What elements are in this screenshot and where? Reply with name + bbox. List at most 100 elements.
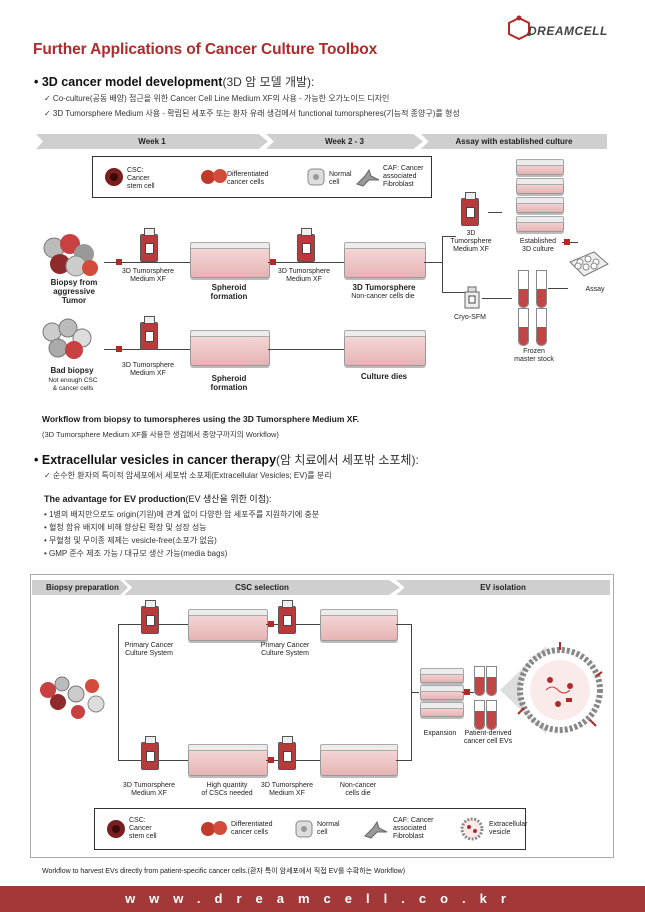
- expansion-flask: [420, 702, 464, 717]
- arrow-line: [442, 236, 443, 292]
- legend2-caf: CAF: Cancer associated Fibroblast: [393, 817, 434, 840]
- label-established: Established 3D culture: [519, 238, 557, 253]
- legend-csc: CSC: Cancer stem cell: [127, 167, 155, 190]
- label-frozen: Frozen master stock: [514, 348, 554, 363]
- legend2-csc: CSC: Cancer stem cell: [129, 817, 157, 840]
- logo-hexagon-icon: [508, 15, 531, 41]
- flow-marker: [268, 621, 274, 627]
- stacked-flask: [516, 197, 564, 213]
- section2-heading-ko: (암 치료에서 세포밖 소포체):: [276, 453, 419, 467]
- flow-marker: [464, 689, 470, 695]
- caption-1-ko: (3D Tumorsphere Medium XF를 사용한 생검에서 종양구까…: [42, 430, 279, 439]
- label-noncancer-2: Non-cancer cells die: [339, 782, 377, 797]
- culture-dish: [188, 744, 268, 776]
- banner-ev-isolation: EV isolation: [396, 580, 610, 595]
- label-bad-biopsy: Bad biopsy: [50, 366, 94, 375]
- caption-1: Workflow from biopsy to tumorspheres usi…: [42, 414, 360, 424]
- banner-week1: Week 1: [36, 134, 268, 149]
- frozen-tube: [518, 308, 529, 346]
- arrow-line: [268, 349, 344, 350]
- label-medium-3: 3D Tumorsphere Medium XF: [121, 362, 175, 377]
- flow-marker: [116, 259, 122, 265]
- differentiated-cell-icon: [201, 821, 227, 836]
- merge-line: [411, 692, 419, 693]
- arrow-line: [442, 292, 456, 293]
- logo: DREAMCELL: [506, 12, 616, 44]
- ev-tube: [474, 666, 485, 696]
- frozen-tube: [536, 270, 547, 308]
- label-assay: Assay: [585, 286, 605, 293]
- arrow-line: [548, 288, 568, 289]
- flow-marker: [116, 346, 122, 352]
- medium-bottle-1: [140, 228, 158, 262]
- arrow-line: [424, 262, 442, 263]
- legend-normal: Normal cell: [329, 171, 352, 186]
- well-plate-icon: [569, 251, 609, 277]
- stacked-flask: [516, 216, 564, 232]
- section1-heading-ko: (3D 암 모델 개발):: [222, 75, 315, 89]
- adv-item: • 1병의 배지만으로도 origin(기원)에 관계 없이 다양한 암 세포주…: [44, 510, 320, 519]
- label-med-1: 3D Tumorsphere Medium XF: [122, 782, 176, 797]
- culture-dish: [188, 609, 268, 641]
- legend-caf: CAF: Cancer associated Fibroblast: [383, 165, 424, 188]
- culture-dish: [190, 242, 270, 278]
- arrow-line: [118, 262, 190, 263]
- label-culture-dies: Culture dies: [360, 372, 408, 381]
- frozen-tube: [536, 308, 547, 346]
- stacked-flask: [516, 159, 564, 175]
- flow-marker: [564, 239, 570, 245]
- label-pccs-2: Primary Cancer Culture System: [260, 642, 310, 657]
- banner-assay: Assay with established culture: [421, 134, 607, 149]
- pccs-bottle-2: [278, 600, 296, 634]
- section1-heading-en: 3D cancer model development: [41, 75, 223, 89]
- label-noncancer: Non-cancer cells die: [351, 293, 415, 300]
- footer-url[interactable]: www.dreamcell.co.kr: [0, 886, 645, 912]
- adv-item: • GMP 준수 제조 가능 / 대규모 생산 가능(media bags): [44, 549, 228, 558]
- bad-biopsy-cluster-icon: [42, 318, 92, 359]
- merge-line: [396, 760, 412, 761]
- legend2-normal: Normal cell: [317, 821, 340, 836]
- arrow-line: [442, 236, 456, 237]
- arrow-line: [104, 262, 118, 263]
- arrow-line: [456, 292, 470, 293]
- legend2-diff: Differentiated cancer cells: [231, 821, 273, 836]
- label-pccs-1: Primary Cancer Culture System: [124, 642, 174, 657]
- section1-bullet: ✓ Co-culture(공동 배양) 접근을 위한 Cancer Cell L…: [44, 94, 390, 103]
- medium-bottle-2: [297, 228, 315, 262]
- cryo-bottle-icon: [464, 286, 480, 309]
- banner-week2-3: Week 2 - 3: [266, 134, 423, 149]
- biopsy-cells-icon: [40, 676, 105, 719]
- label-tumorsphere: 3D Tumorsphere: [352, 283, 416, 292]
- expansion-flask: [420, 668, 464, 683]
- ev-tube: [486, 666, 497, 696]
- section2-heading-en: Extracellular vesicles in cancer therapy: [41, 453, 277, 467]
- legend-diff: Differentiated cancer cells: [227, 171, 269, 186]
- frozen-tube: [518, 270, 529, 308]
- section2-heading: • Extracellular vesicles in cancer thera…: [34, 453, 419, 467]
- expansion-flask: [420, 685, 464, 700]
- culture-dish: [344, 242, 426, 278]
- label-expansion: Expansion: [423, 730, 457, 737]
- page-title: Further Applications of Cancer Culture T…: [33, 41, 378, 58]
- arrow-line: [482, 298, 512, 299]
- banner-csc-selection: CSC selection: [124, 580, 400, 595]
- label-pdevs: Patient-derived cancer cell EVs: [463, 730, 513, 745]
- csc-icon: [107, 820, 125, 838]
- branch-line: [118, 624, 119, 760]
- label-medium-1: 3D Tumorsphere Medium XF: [121, 268, 175, 283]
- label-cryo: Cryo-SFM: [454, 314, 486, 321]
- banner-biopsy-prep: Biopsy preparation: [32, 580, 128, 595]
- fibroblast-icon: [356, 168, 380, 187]
- tumorsphere-bottle-2: [278, 736, 296, 770]
- ev-tube: [486, 700, 497, 730]
- adv-item: • 무혈청 및 무이종 제제는 vesicle-free(소포가 없음): [44, 536, 217, 545]
- brand-name: DREAMCELL: [528, 24, 608, 38]
- arrow-line: [488, 212, 502, 213]
- arrow-line: [268, 262, 344, 263]
- culture-dish: [320, 609, 398, 641]
- normal-cell-icon: [307, 168, 325, 186]
- merge-line: [396, 624, 412, 625]
- label-medium-2: 3D Tumorsphere Medium XF: [277, 268, 331, 283]
- fibroblast-icon: [364, 820, 388, 839]
- flow-marker: [270, 259, 276, 265]
